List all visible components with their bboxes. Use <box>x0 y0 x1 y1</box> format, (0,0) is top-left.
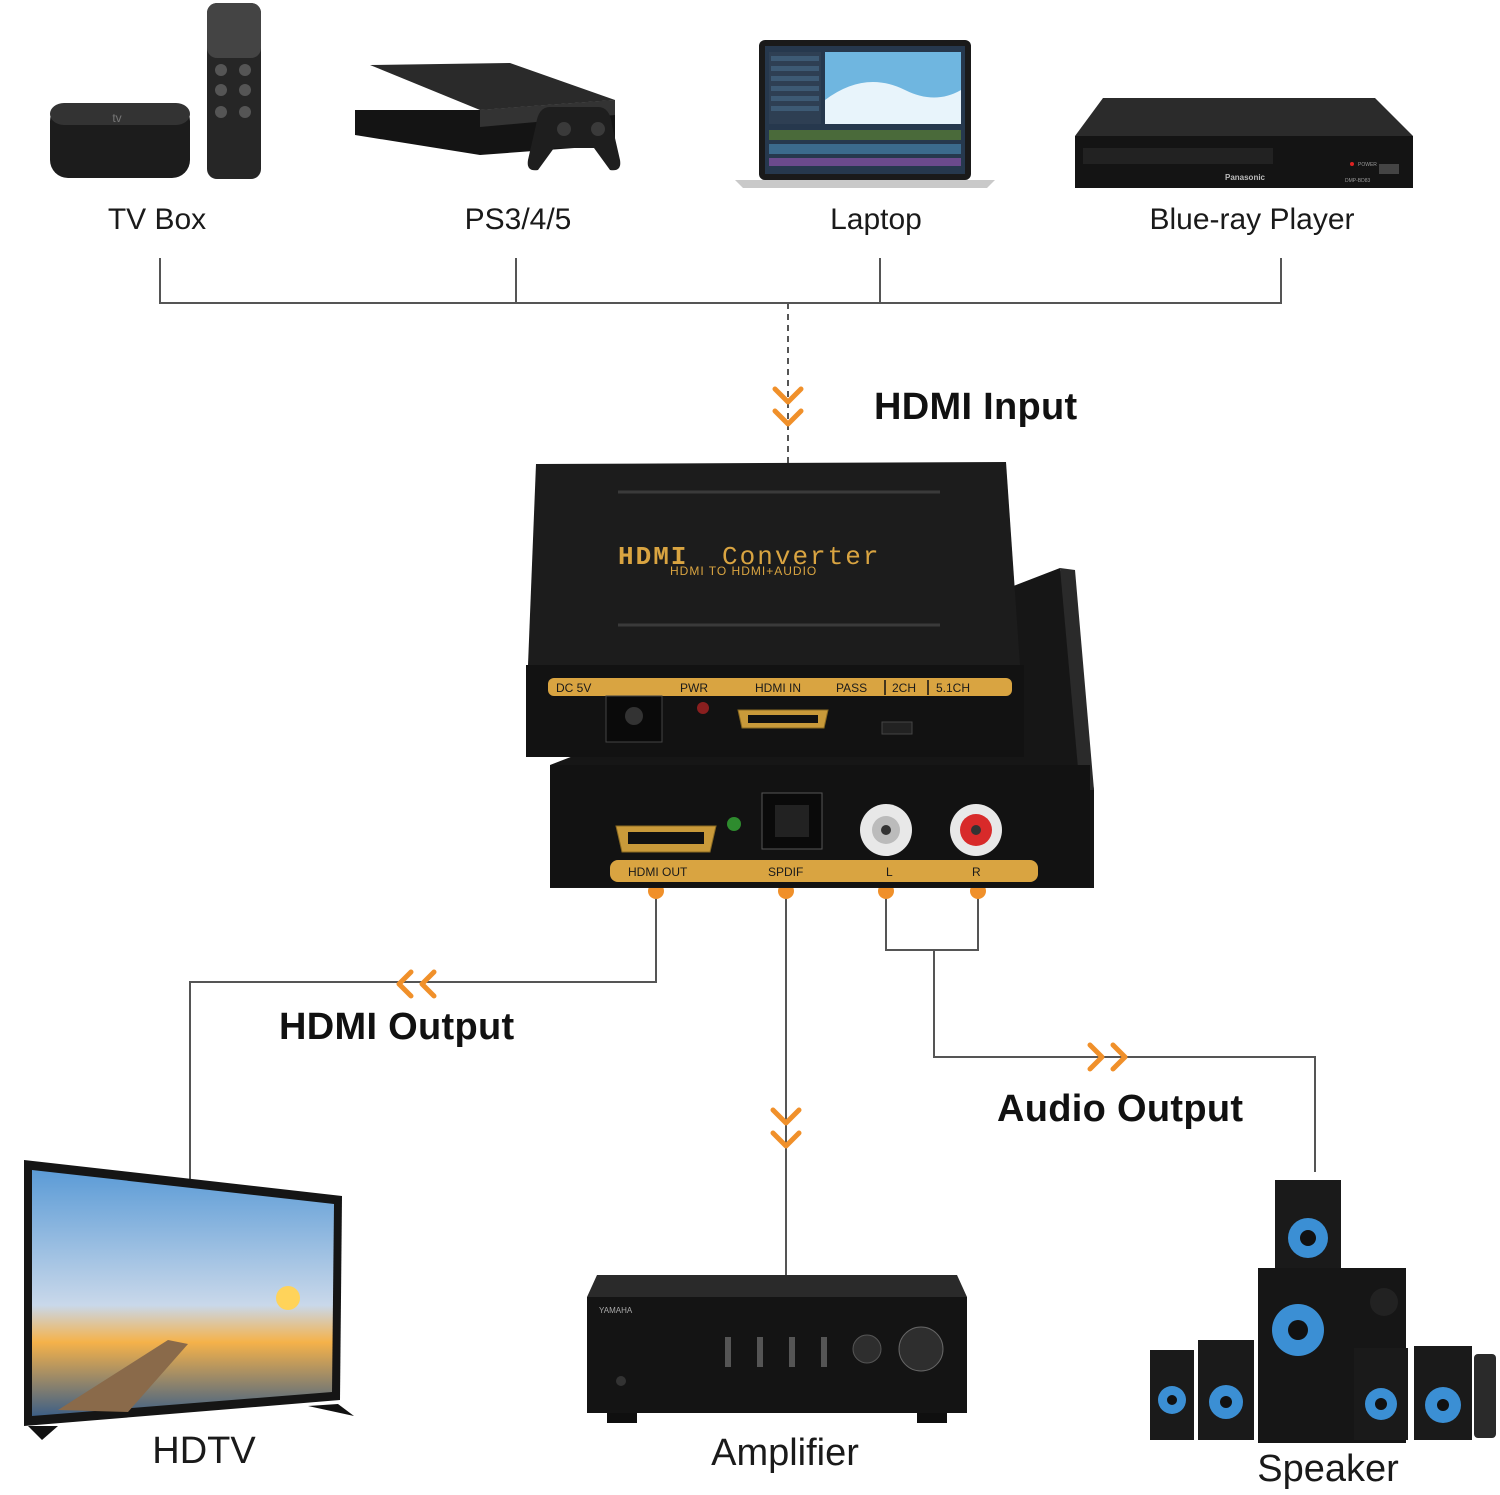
status-led <box>727 817 741 831</box>
port-label-pwr: PWR <box>680 681 708 695</box>
bluray-model-text: DMP-BD83 <box>1345 178 1371 184</box>
amplifier-icon: YAMAHA <box>585 1275 970 1425</box>
port-label-2ch: 2CH <box>892 681 916 695</box>
source-label-ps: PS3/4/5 <box>464 203 572 236</box>
port-label-pass: PASS <box>836 681 867 695</box>
mode-switch <box>881 721 913 735</box>
game-console-icon <box>350 55 660 180</box>
spdif-port <box>761 792 823 850</box>
bluray-brand-text: Panasonic <box>1225 173 1266 182</box>
bluray-power-text: POWER <box>1358 162 1377 168</box>
hdmi-input-label: HDMI Input <box>874 386 1078 428</box>
audio-lr-wire <box>885 893 979 951</box>
output-label-speaker: Speaker <box>1257 1448 1399 1490</box>
output-label-hdtv: HDTV <box>152 1430 256 1472</box>
svg-text:tv: tv <box>112 111 121 125</box>
source-label-laptop: Laptop <box>830 203 922 236</box>
converter-title: HDMI Converter <box>618 542 880 572</box>
port-label-spdif: SPDIF <box>768 865 803 879</box>
converter-title-converter: Converter <box>722 542 881 572</box>
bluray-player-icon: Panasonic POWER DMP-BD83 <box>1075 98 1415 190</box>
port-label-hdmi-out: HDMI OUT <box>628 865 688 879</box>
source-label-tv-box: TV Box <box>107 203 207 236</box>
tv-icon <box>18 1160 363 1445</box>
hdmi-output-label: HDMI Output <box>279 1006 515 1048</box>
source-label-bluray: Blue-ray Player <box>1149 203 1355 236</box>
audio-output-label: Audio Output <box>997 1088 1244 1130</box>
tv-box-icon: tv <box>45 0 275 190</box>
pwr-led <box>697 702 709 714</box>
audio-output-arrow-icon <box>1087 1042 1128 1072</box>
converter-title-hdmi: HDMI <box>618 542 689 572</box>
speaker-system-icon <box>1148 1180 1498 1445</box>
hdmi-output-arrow-icon <box>396 969 437 999</box>
converter-top-body <box>528 462 1020 665</box>
input-arrow-icon <box>772 386 804 427</box>
hdmi-converter-device: DC 5V PWR HDMI IN PASS 2CH 5.1CH HDMI OU… <box>520 460 1100 890</box>
amp-brand-text: YAMAHA <box>599 1306 633 1315</box>
port-label-51ch: 5.1CH <box>936 681 970 695</box>
port-label-l: L <box>886 865 893 879</box>
input-bus-lines <box>159 258 1282 304</box>
converter-subtitle: HDMI TO HDMI+AUDIO <box>670 564 818 578</box>
output-label-amplifier: Amplifier <box>711 1432 859 1474</box>
port-label-r: R <box>972 865 981 879</box>
port-label-hdmi-in: HDMI IN <box>755 681 801 695</box>
port-label-dc: DC 5V <box>556 681 591 695</box>
laptop-icon <box>735 40 995 190</box>
amplifier-arrow-icon <box>770 1107 802 1149</box>
